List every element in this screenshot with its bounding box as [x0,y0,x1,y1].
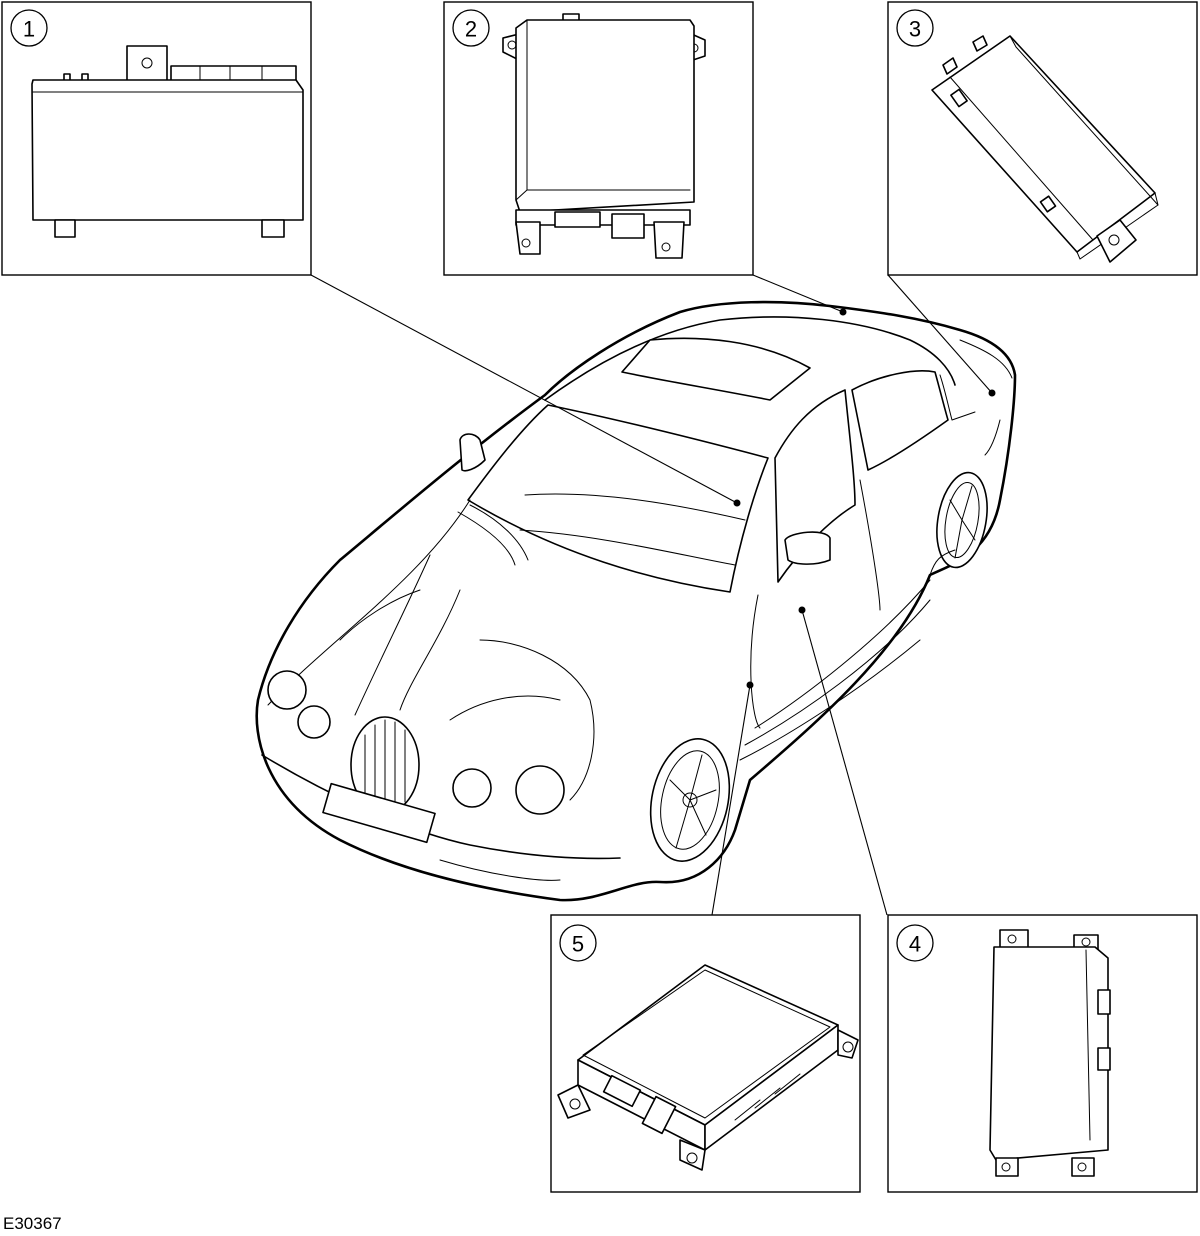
right-mirror [784,531,831,565]
leader-3 [887,274,993,394]
leader-2 [752,274,844,313]
callout-2: 2 [452,9,490,47]
vehicle-drawing [255,300,1017,902]
panel-5: 5 [550,914,861,1193]
callout-3: 3 [896,9,934,47]
module-4-drawing [989,929,1111,1177]
number-plate [322,782,436,844]
callout-5-label: 5 [572,932,584,957]
figure-id: E30367 [3,1214,62,1233]
left-mirror [459,433,486,472]
callout-4-label: 4 [909,932,921,957]
sunroof [621,337,811,401]
leader-4 [801,609,888,916]
callout-1: 1 [10,9,48,47]
module-5-drawing [557,964,859,1171]
panel-1: 1 [1,1,312,276]
rear-side-window [851,370,949,471]
callout-4: 4 [896,924,934,962]
windscreen [467,404,769,593]
module-2-drawing [502,13,706,259]
callout-1-label: 1 [23,17,35,42]
roof-line [544,316,956,401]
leader-1 [310,274,738,504]
panel-3: 3 [887,1,1198,276]
headlight-right-inner [452,768,492,808]
callout-5: 5 [559,924,597,962]
headlight-left-inner [297,705,331,739]
module-1-drawing [31,45,304,238]
callout-2-label: 2 [465,17,477,42]
module-3-drawing [931,35,1159,263]
callout-3-label: 3 [909,17,921,42]
leader-lines [310,274,996,916]
headlight-left-outer [267,670,307,710]
headlight-right-outer [515,765,565,815]
leader-5 [711,684,751,916]
panel-4: 4 [887,914,1198,1193]
panel-2: 2 [443,1,754,276]
